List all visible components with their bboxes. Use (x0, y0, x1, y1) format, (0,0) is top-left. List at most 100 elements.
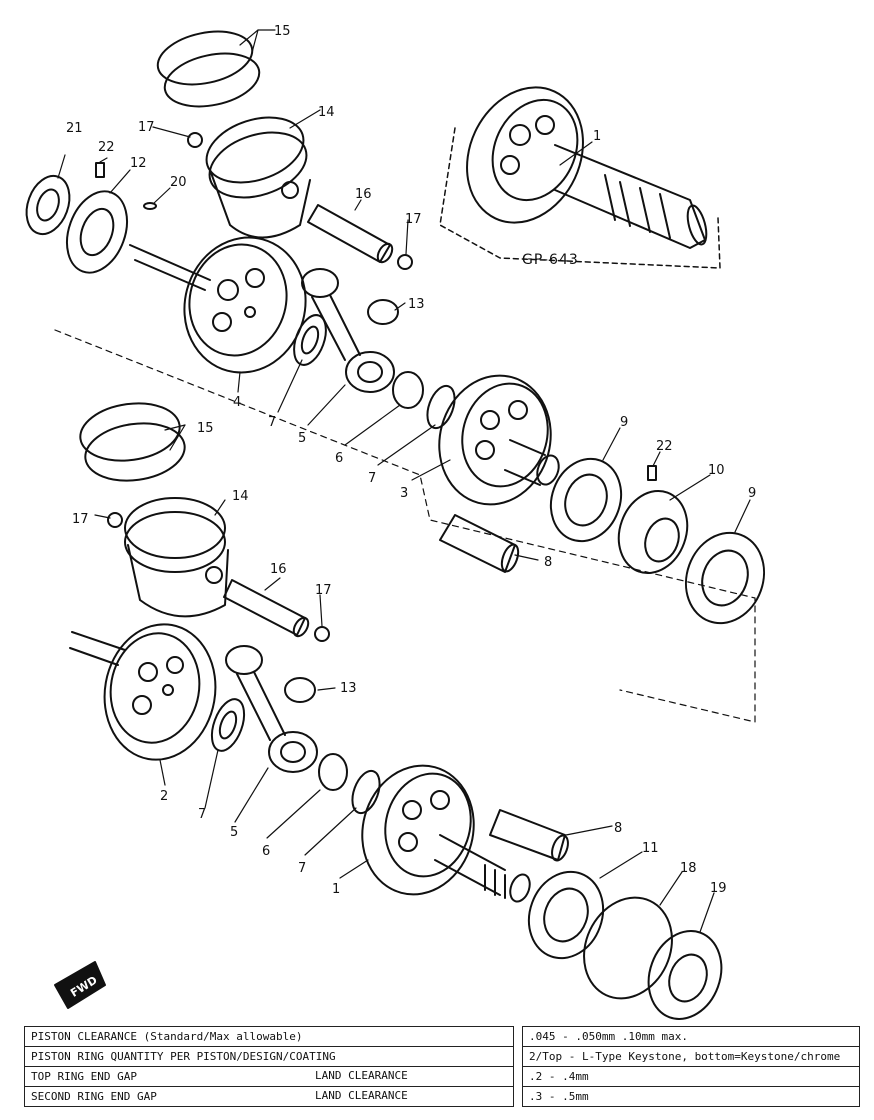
label-8-bottom: 8 (614, 821, 622, 836)
label-7-a: 7 (268, 415, 276, 430)
part-labels: GP-643 15 14 17 21 22 12 20 16 17 1 13 4… (66, 24, 756, 897)
spec-label: TOP RING END GAP LAND CLEARANCE (24, 1066, 514, 1087)
part-5-connecting-rod-bottom (225, 645, 318, 773)
label-1-inset: 1 (593, 129, 601, 144)
part-17-circlip-c (107, 512, 123, 528)
label-6-top: 6 (335, 451, 343, 466)
spec-value: .2 - .4mm (522, 1066, 860, 1087)
label-7-d: 7 (298, 861, 306, 876)
label-14-bottom: 14 (232, 489, 249, 504)
spec-values: .045 - .050mm .10mm max. 2/Top - L-Type … (522, 1026, 860, 1107)
part-1-crank-half (361, 764, 531, 903)
label-10: 10 (708, 463, 725, 478)
label-13-bottom: 13 (340, 681, 357, 696)
spec-label-text: SECOND RING END GAP (31, 1090, 157, 1103)
label-1-bottom: 1 (332, 882, 340, 897)
part-20-key (143, 202, 157, 210)
part-17-circlip-b (397, 254, 413, 270)
label-16-top: 16 (355, 187, 372, 202)
spec-row: TOP RING END GAP LAND CLEARANCE (24, 1066, 514, 1087)
spec-label-text: TOP RING END GAP (31, 1070, 137, 1083)
label-4: 4 (233, 395, 241, 410)
part-8-crank-pin-top (439, 514, 520, 573)
spec-row: PISTON CLEARANCE (Standard/Max allowable… (24, 1026, 514, 1047)
part-22-dowel-a (95, 162, 105, 178)
part-4-crank-half (129, 236, 307, 374)
part-10-seal-labyrinth (617, 489, 689, 575)
part-9-bearing-b (684, 531, 766, 625)
label-11: 11 (642, 841, 659, 856)
spec-value: .3 - .5mm (522, 1086, 860, 1107)
specifications-table: PISTON CLEARANCE (Standard/Max allowable… (24, 1026, 860, 1114)
spec-label: SECOND RING END GAP LAND CLEARANCE (24, 1086, 514, 1107)
label-9-a: 9 (620, 415, 628, 430)
label-18: 18 (680, 861, 697, 876)
part-1-crank-half-inset (466, 86, 708, 249)
spec-label: PISTON CLEARANCE (Standard/Max allowable… (24, 1026, 514, 1047)
part-2-crank-half (69, 623, 217, 761)
label-22-a: 22 (98, 140, 115, 155)
part-16-piston-pin-bottom (223, 579, 310, 638)
part-11-bearing (527, 870, 605, 960)
spec-row: .045 - .050mm .10mm max. (522, 1026, 860, 1047)
part-22-dowel-b (647, 465, 657, 481)
spec-value: .045 - .050mm .10mm max. (522, 1026, 860, 1047)
part-5-connecting-rod-top (301, 268, 395, 393)
label-7-b: 7 (368, 471, 376, 486)
label-16-bottom: 16 (270, 562, 287, 577)
part-7-thrust-washer-a (293, 314, 327, 366)
crankshaft-exploded-diagram: FWD (25, 24, 766, 1020)
gp643-inset (439, 86, 721, 269)
part-14-piston-bottom (124, 497, 229, 618)
label-17-c: 17 (72, 512, 89, 527)
part-18-circlip-ring (583, 896, 673, 1000)
spec-row: PISTON RING QUANTITY PER PISTON/DESIGN/C… (24, 1046, 514, 1067)
part-14-piston-top (205, 116, 311, 239)
spec-label-text: PISTON RING QUANTITY PER PISTON/DESIGN/C… (31, 1050, 336, 1063)
spec-labels: PISTON CLEARANCE (Standard/Max allowable… (24, 1026, 514, 1107)
label-12: 12 (130, 156, 147, 171)
fwd-arrow-icon: FWD (54, 961, 106, 1009)
label-5-top: 5 (298, 431, 306, 446)
label-22-b: 22 (656, 439, 673, 454)
spec-row: .2 - .4mm (522, 1066, 860, 1087)
part-19-oil-seal (647, 930, 723, 1020)
part-13-needle-bearing-top (367, 299, 399, 325)
part-15-piston-rings-top (156, 30, 261, 108)
part-13-needle-bearing-bottom (284, 677, 316, 703)
part-7-thrust-washer-d (351, 769, 381, 815)
label-20: 20 (170, 175, 187, 190)
spec-sublabel: LAND CLEARANCE (315, 1069, 408, 1082)
spec-sublabel: LAND CLEARANCE (315, 1089, 408, 1102)
label-21: 21 (66, 121, 83, 136)
spec-row: .3 - .5mm (522, 1086, 860, 1107)
part-17-circlip-d (314, 626, 330, 642)
label-15-bottom: 15 (197, 421, 214, 436)
kit-label-gp643: GP-643 (522, 252, 579, 268)
label-5-bottom: 5 (230, 825, 238, 840)
label-17-a: 17 (138, 120, 155, 135)
label-3: 3 (400, 486, 408, 501)
part-15-piston-rings-bottom (79, 402, 186, 482)
leader-lines (57, 29, 751, 933)
spec-value: 2/Top - L-Type Keystone, bottom=Keystone… (522, 1046, 860, 1067)
spec-row: SECOND RING END GAP LAND CLEARANCE (24, 1086, 514, 1107)
part-3-crank-half (438, 374, 560, 506)
label-17-d: 17 (315, 583, 332, 598)
label-6-bottom: 6 (262, 844, 270, 859)
spec-row: 2/Top - L-Type Keystone, bottom=Keystone… (522, 1046, 860, 1067)
label-9-b: 9 (748, 486, 756, 501)
label-17-b: 17 (405, 212, 422, 227)
label-13-top: 13 (408, 297, 425, 312)
label-7-c: 7 (198, 807, 206, 822)
part-7-thrust-washer-b (426, 384, 456, 430)
part-16-piston-pin-top (307, 204, 394, 264)
spec-label: PISTON RING QUANTITY PER PISTON/DESIGN/C… (24, 1046, 514, 1067)
spec-label-text: PISTON CLEARANCE (Standard/Max allowable… (31, 1030, 303, 1043)
part-17-circlip-a (187, 132, 203, 148)
part-12-bearing (66, 190, 128, 274)
label-15-top: 15 (274, 24, 291, 39)
part-6-needle-bearing-bottom (318, 753, 348, 791)
label-8-top: 8 (544, 555, 552, 570)
label-14-top: 14 (318, 105, 335, 120)
